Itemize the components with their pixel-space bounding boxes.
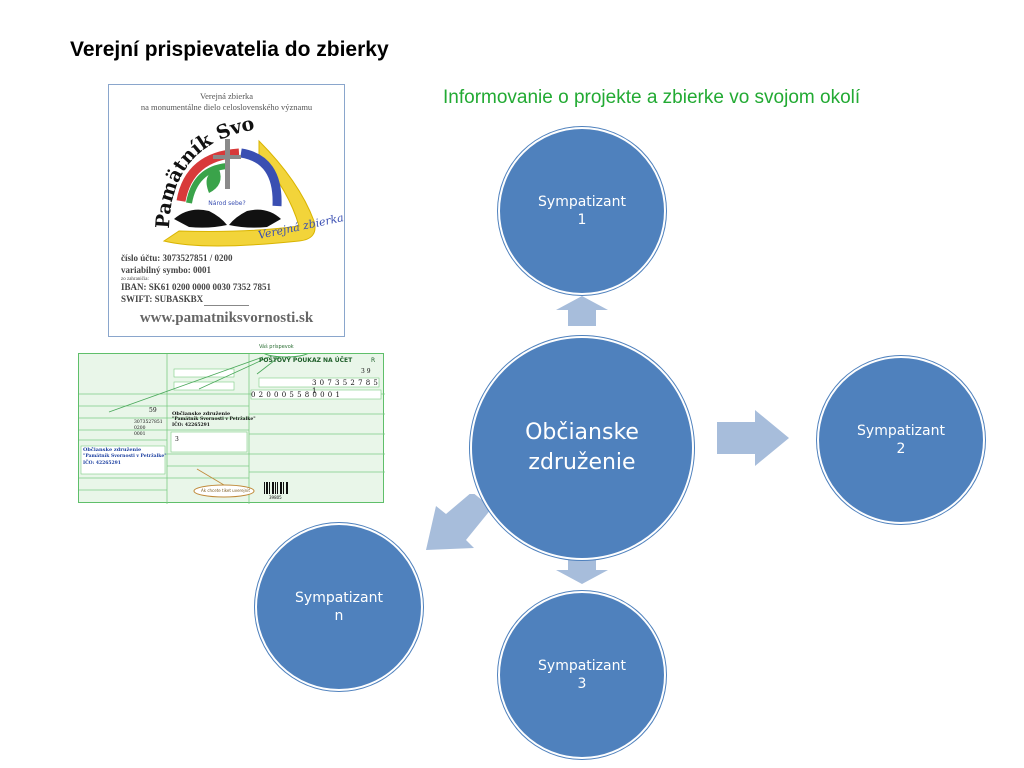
node-top-line2: 1 <box>577 212 587 228</box>
node-right-line1: Sympatizant <box>857 422 945 439</box>
center-label-line2: združenie <box>528 450 636 475</box>
logo-arc-text: Pamätník Svornosti <box>109 111 256 229</box>
symbol-small: 0001 <box>134 432 146 437</box>
donation-poster: Verejná zbierka na monumentálne dielo ce… <box>108 84 345 337</box>
recipient-mid-3: IČO: 42265291 <box>172 423 210 428</box>
arrow-up <box>556 296 608 326</box>
account-digits: 3 0 7 3 5 2 7 8 5 1 <box>312 379 379 395</box>
poster-variable-symbol: variabilný symbo: 0001 <box>121 265 212 275</box>
recipient-mid-2: "Pamätník Svornosti v Petržalke" <box>172 417 256 422</box>
account-small: 3073527851 <box>134 420 163 425</box>
arrow-down <box>556 554 608 584</box>
recipient-left-3: IČO: 42265291 <box>83 461 121 466</box>
callout-top: Váš príspevok <box>259 344 294 350</box>
node-bottom-line2: 3 <box>577 676 587 692</box>
node-bottom-line1: Sympatizant <box>538 657 626 674</box>
node-left-line1: Sympatizant <box>295 589 383 606</box>
bank-code: 0200 <box>134 426 146 431</box>
iban-digits: 0 2 0 0 0 5 5 8 0 0 0 1 <box>251 391 341 399</box>
callout-bottom: Ak chcete tiket uverejniť <box>201 488 250 493</box>
node-center: Občianske združenie <box>470 336 694 560</box>
center-label-line1: Občianske <box>525 420 639 446</box>
poster-iban: IBAN: SK61 0200 0000 0030 7352 7851 <box>121 282 272 292</box>
poster-website: www.pamatniksvornosti.sk <box>139 310 314 326</box>
logo-center-text: Národ sebe? <box>208 200 245 207</box>
pamatnik-svornosti-logo: Národ sebe? Pamätník Svornosti Verejná z… <box>109 111 344 247</box>
recipient-left-2: "Pamätník Svornosti v Petržalke" <box>83 454 167 459</box>
form-title: POŠTOVÝ POUKAZ NA ÚČET <box>259 357 353 364</box>
poster-small-note: zo zahraničia: <box>121 277 149 282</box>
node-left-line2: n <box>334 608 344 624</box>
node-sympatizant-n: Sympatizant n <box>255 523 423 691</box>
node-right-line2: 2 <box>896 441 906 457</box>
recipient-mid-1: Občianske združenie <box>172 411 231 417</box>
form-letter: R <box>371 357 376 364</box>
amount-digits: 3 9 <box>361 368 371 375</box>
poster-account: číslo účtu: 3073527851 / 0200 <box>121 253 233 263</box>
recipient-left-1: Občianske združenie <box>83 447 142 453</box>
slide-title: Verejní prispievatelia do zbierky <box>70 38 389 61</box>
node-top-line1: Sympatizant <box>538 193 626 210</box>
arrow-down-left <box>426 494 492 550</box>
arrow-right <box>717 410 789 466</box>
node-sympatizant-1: Sympatizant 1 <box>498 127 666 295</box>
symbol-box: 3 <box>175 436 179 443</box>
left-amount: 59 <box>149 407 157 414</box>
barcode-number: 39805 <box>269 495 282 500</box>
poster-heading-1: Verejná zbierka <box>199 91 254 101</box>
slide-subtitle: Informovanie o projekte a zbierke vo svo… <box>443 87 861 108</box>
poster-divider <box>204 305 249 306</box>
node-sympatizant-3: Sympatizant 3 <box>498 591 666 759</box>
payment-slip: Váš príspevok POŠTOVÝ POUKAZ NA ÚČET R 3… <box>78 344 385 504</box>
node-sympatizant-2: Sympatizant 2 <box>817 356 985 524</box>
payment-slip-grid <box>79 354 385 504</box>
poster-heading-2: na monumentálne dielo celoslovenského vý… <box>140 102 313 112</box>
poster-swift: SWIFT: SUBASKBX <box>121 294 204 304</box>
